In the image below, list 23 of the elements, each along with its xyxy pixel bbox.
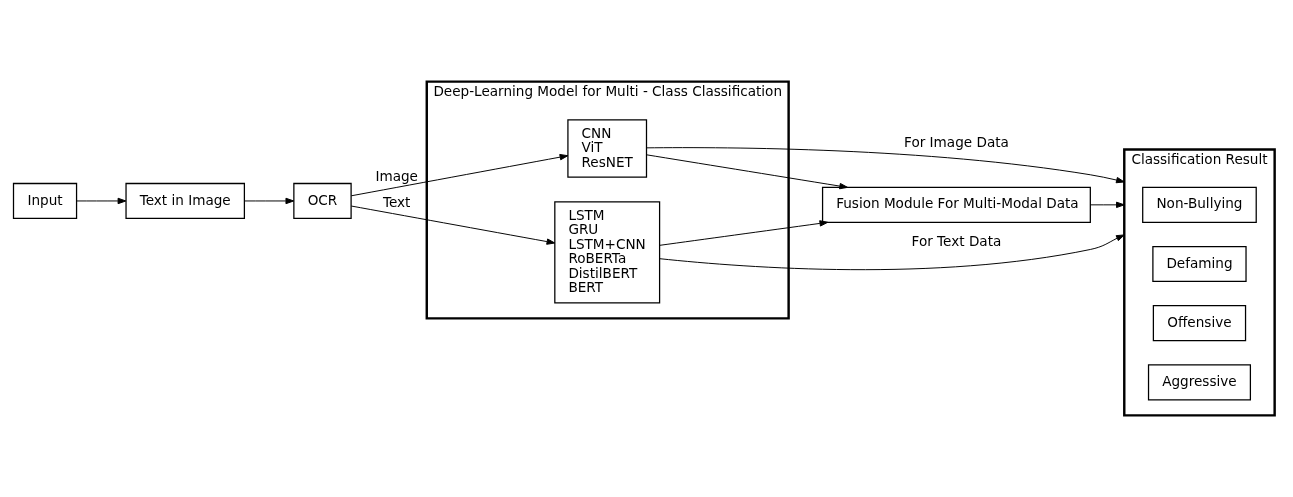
edge-label: For Text Data [911,232,1002,249]
arrow [659,234,1125,271]
arrow [244,197,295,205]
node-box: Defaming [1152,245,1247,283]
node-box: LSTM GRU LSTM+CNN RoBERTa DistilBERT BERT [554,201,661,304]
edge-label: Image [375,167,418,184]
arrow [646,154,849,190]
node-box: Text in Image [125,182,245,220]
node-box: Offensive [1152,305,1247,342]
node-box: OCR [293,182,352,220]
edge-label: Text [382,193,411,210]
arrow [659,220,829,246]
node-box: Non-Bullying [1142,186,1257,223]
arrow [350,153,569,197]
arrow [76,197,127,205]
arrow [646,147,1125,184]
node-box: Aggressive [1147,364,1252,401]
arrow [1090,201,1125,209]
node-box: Input [12,182,78,220]
node-box: CNN ViT ResNET [567,119,648,178]
edge-label: For Image Data [904,133,1009,150]
node-box: Fusion Module For Multi-Modal Data [821,186,1091,223]
arrow [350,205,556,245]
